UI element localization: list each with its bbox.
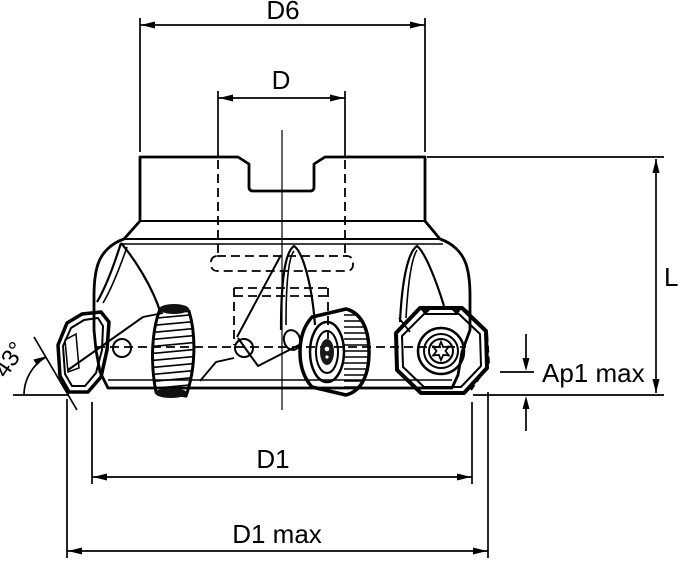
angle-reference-slant	[33, 336, 78, 411]
torx-socket-icon	[431, 339, 451, 363]
dimension-ap1-max: Ap1 max	[500, 334, 645, 431]
d6-label: D6	[266, 0, 299, 25]
lock-nut-socket	[320, 339, 334, 365]
clamp-screw-top-cap	[159, 304, 189, 314]
insert-right-inner	[401, 313, 482, 388]
pocket-seat-lines	[199, 357, 235, 382]
d1-max-label: D1 max	[232, 519, 322, 549]
insert-right-chamfer-left	[420, 308, 432, 315]
dimension-d1-max: D1 max	[66, 392, 489, 558]
lock-nut-face-ring-mid	[315, 330, 339, 374]
ap1-arrow-up	[522, 396, 530, 409]
ap1-arrow-down	[522, 358, 530, 371]
insert-screw-ring-mid	[423, 333, 459, 369]
d1-arrow-left	[93, 473, 107, 481]
insert-right-chamfer-right	[450, 308, 462, 315]
insert-left-outer	[56, 310, 111, 394]
lock-nut-socket-glint	[324, 346, 330, 352]
d1-max-arrow-left	[68, 547, 82, 555]
screw-hole-left	[112, 338, 132, 358]
dimension-d: D	[217, 65, 346, 156]
angle-arc-arrow	[33, 356, 46, 366]
l-arrow-top	[652, 159, 660, 173]
ap1-max-label: Ap1 max	[542, 358, 645, 388]
pocket-edge-line2	[142, 312, 164, 318]
dimension-l: L	[427, 156, 678, 396]
clamp-screw-bottom-cap	[155, 388, 187, 398]
lock-nut-face-ring-outer	[308, 320, 346, 384]
d-label: D	[272, 65, 291, 95]
insert-left	[56, 310, 111, 394]
clamp-screw	[151, 304, 196, 398]
d1-label: D1	[256, 444, 289, 474]
lock-nut-body	[298, 307, 371, 397]
screw-hole-center	[234, 338, 254, 358]
hidden-hub-lines	[233, 287, 329, 345]
d-arrow-left	[219, 94, 233, 102]
d1-max-arrow-right	[473, 547, 487, 555]
insert-right-outer	[394, 306, 489, 395]
dimension-d1: D1	[91, 402, 473, 484]
phantom-insert-outline	[465, 309, 491, 391]
insert-left-facet	[64, 332, 80, 374]
d6-arrow-left	[141, 21, 155, 29]
l-arrow-bottom	[652, 379, 660, 393]
d6-arrow-right	[410, 21, 424, 29]
d-arrow-right	[330, 94, 344, 102]
lock-nut-socket-glint2	[325, 355, 329, 359]
dimension-d6: D6	[139, 0, 426, 152]
insert-screw-head	[428, 338, 454, 364]
chip-gullet-left	[96, 242, 163, 315]
l-label: L	[664, 262, 678, 292]
insert-right	[394, 306, 489, 395]
insert-screw-ring-outer	[416, 326, 466, 376]
pocket-edge-line	[67, 316, 144, 371]
cutter-body-outline	[92, 155, 472, 390]
d1-arrow-right	[457, 473, 471, 481]
